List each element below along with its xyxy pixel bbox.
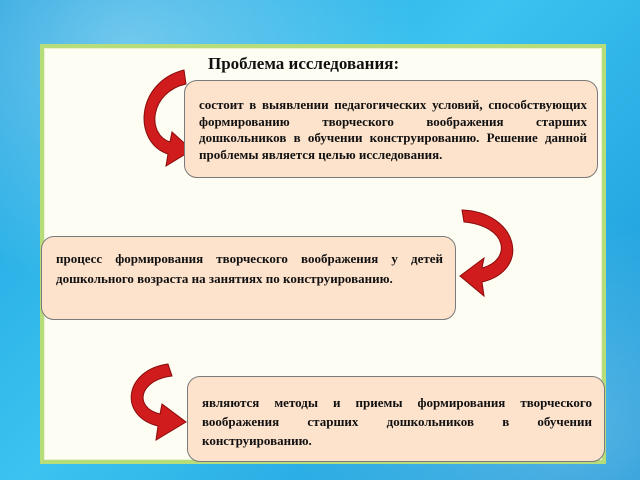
research-subject-text: являются методы и приемы формирования тв…	[202, 395, 592, 448]
research-object-text: процесс формирования творческого воображ…	[56, 251, 443, 286]
curved-arrow-icon	[459, 209, 514, 298]
problem-description-text: состоит в выявлении педагогических услов…	[199, 97, 587, 162]
research-object-box: процесс формирования творческого воображ…	[41, 236, 456, 320]
curved-arrow-icon	[143, 69, 193, 168]
page-title: Проблема исследования:	[208, 54, 400, 73]
research-subject-box: являются методы и приемы формирования тв…	[187, 376, 605, 462]
curved-arrow-icon	[130, 363, 187, 441]
problem-description-box: состоит в выявлении педагогических услов…	[184, 80, 598, 178]
